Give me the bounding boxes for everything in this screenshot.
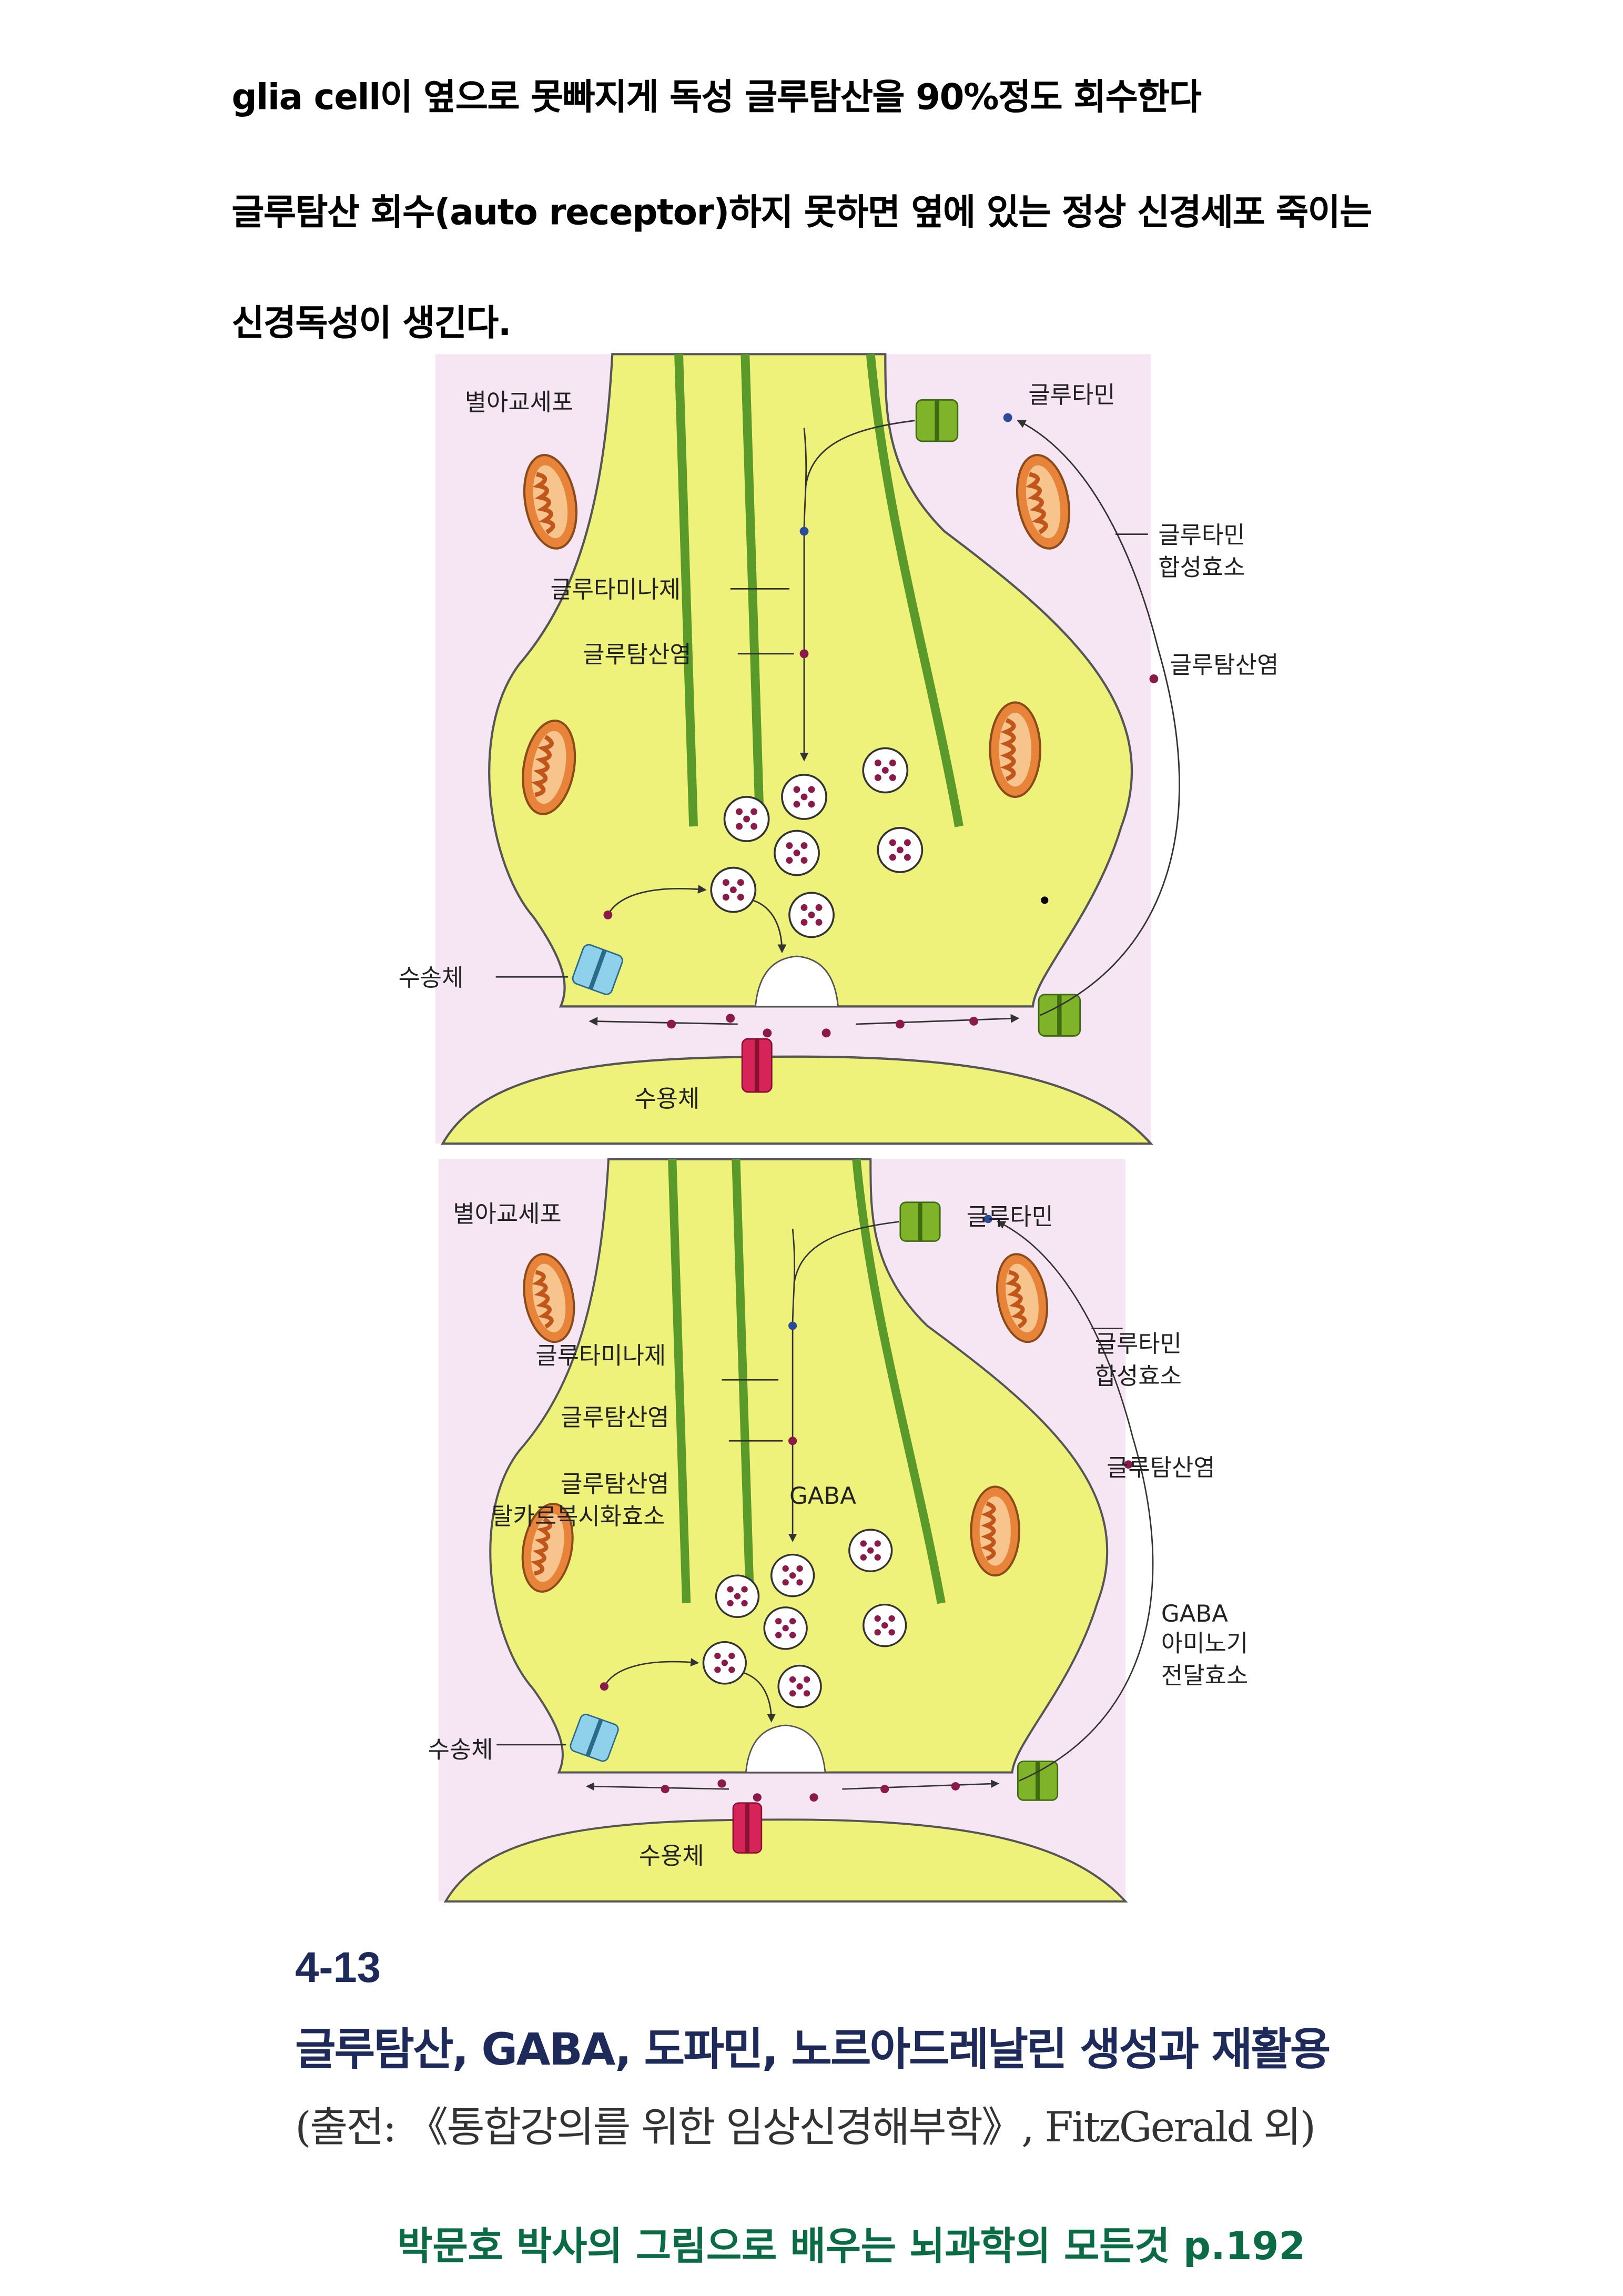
label-transporter-2: 수송체 [428,1735,493,1764]
label-gaba: GABA [789,1481,856,1510]
label-glutamine: 글루타민 [1028,380,1115,409]
label-glutamine-synthetase-2: 합성효소 [1158,553,1245,582]
book-reference: 박문호 박사의 그림으로 배우는 뇌과학의 모든것 p.192 [397,2225,1306,2270]
label-glutaminase: 글루타미나제 [550,575,681,604]
figure-number: 4-13 [295,1945,381,1992]
label-glutamate-right-2: 글루탐산염 [1107,1453,1215,1482]
label-glutamine-synthetase-2b: 합성효소 [1094,1362,1182,1390]
label-glutamate-right: 글루탐산염 [1170,651,1279,679]
label-gaba-t-1: GABA [1161,1600,1228,1628]
label-gad-2: 탈카르복시화효소 [491,1502,665,1531]
intro-line-2: 글루탐산 회수(auto receptor)하지 못하면 옆에 있는 정상 신경… [231,191,1372,234]
label-gaba-t-2: 아미노기 [1161,1629,1249,1657]
label-gad-1: 글루탐산염 [561,1470,670,1498]
label-glutamine-2: 글루타민 [966,1202,1053,1231]
label-glutaminase-2: 글루타미나제 [535,1341,666,1370]
intro-line-3: 신경독성이 생긴다. [231,302,511,344]
label-astrocyte-2: 별아교세포 [453,1199,562,1228]
label-glutamate: 글루탐산염 [583,640,692,669]
label-astrocyte: 별아교세포 [464,388,574,417]
label-glutamate-2: 글루탐산염 [561,1403,670,1432]
label-receptor-2: 수용체 [638,1842,704,1870]
label-glutamine-synthetase-2a: 글루타민 [1094,1329,1182,1358]
figure-source: (출전: 《통합강의를 위한 임상신경해부학》, FitzGerald 외) [295,2102,1316,2152]
label-transporter: 수송체 [398,963,464,992]
diagram-glutamate [435,354,1180,1144]
figure-title: 글루탐산, GABA, 도파민, 노르아드레날린 생성과 재활용 [295,2025,1331,2077]
label-receptor: 수용체 [634,1085,700,1113]
intro-line-1: glia cell이 옆으로 못빠지게 독성 글루탐산을 90%정도 회수한다 [231,76,1201,118]
label-glutamine-synthetase-1: 글루타민 [1158,521,1245,549]
label-gaba-t-3: 전달효소 [1161,1661,1249,1690]
